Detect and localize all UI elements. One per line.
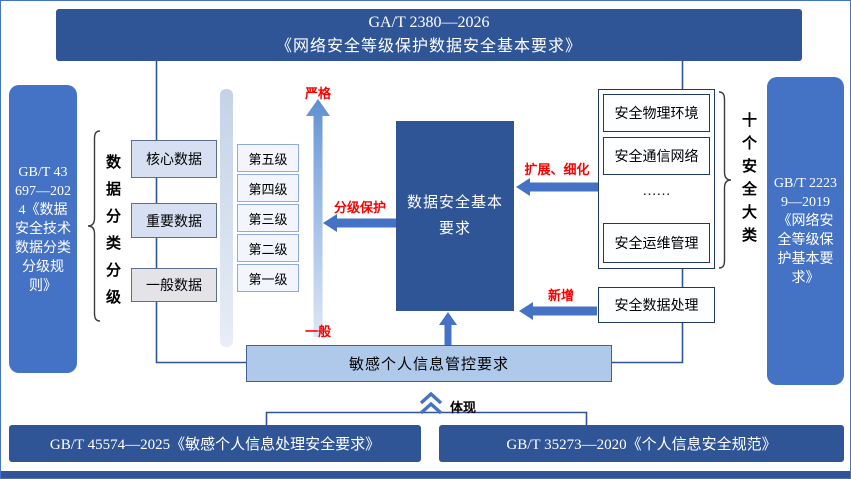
bottom-banner-left: GB/T 45574—2025《敏感个人信息处理安全要求》 — [9, 425, 421, 462]
level-box-4: 第四级 — [237, 174, 299, 202]
level-box-1: 第一级 — [237, 264, 299, 292]
graded-protection-label: 分级保护 — [333, 200, 386, 215]
added-label: 新增 — [547, 288, 574, 303]
strict-label: 严格 — [304, 86, 331, 101]
right-standard-panel: GB/T 22239—2019《网络安全等级保护基本要求》 — [767, 77, 844, 385]
extend-refine-label: 扩展、细化 — [524, 162, 590, 177]
level-4-label: 第四级 — [248, 181, 288, 197]
reflect-label: 体现 — [450, 400, 477, 415]
security-box-operations: 安全运维管理 — [603, 223, 710, 263]
left-standard-text: GB/T 43697—2024《数据安全技术 数据分类分级规则》 — [15, 164, 71, 294]
sensitive-info-label: 敏感个人信息管控要求 — [348, 357, 509, 373]
category-box-core: 核心数据 — [131, 140, 217, 178]
left-brace-icon — [87, 130, 101, 322]
security-group-label: 十个安全大类 — [740, 112, 756, 250]
extend-refine-arrow-icon — [516, 178, 598, 196]
center-requirements-box: 数据安全基本要求 — [396, 121, 514, 311]
bottom-banner-right: GB/T 35273—2020《个人信息安全规范》 — [439, 425, 844, 462]
security-ellipsis: …… — [642, 184, 671, 199]
level-box-5: 第五级 — [237, 144, 299, 172]
level-box-3: 第三级 — [237, 204, 299, 232]
security-box-physical: 安全物理环境 — [603, 94, 710, 132]
bottom-banner-left-text: GB/T 45574—2025《敏感个人信息处理安全要求》 — [49, 437, 381, 453]
category-box-general: 一般数据 — [131, 268, 217, 302]
security-physical-label: 安全物理环境 — [614, 107, 699, 122]
right-standard-text: GB/T 22239—2019《网络安全等级保护基本要求》 — [773, 176, 838, 286]
level-box-2: 第二级 — [237, 234, 299, 262]
bottom-bracket-line — [265, 411, 588, 425]
category-box-important: 重要数据 — [131, 203, 217, 238]
level-5-label: 第五级 — [248, 151, 288, 167]
security-operations-label: 安全运维管理 — [614, 237, 699, 252]
graded-protection-arrow-icon — [323, 214, 397, 232]
top-standard-title: 《网络安全等级保护数据安全基本要求》 — [275, 38, 582, 55]
category-general-label: 一般数据 — [146, 279, 202, 294]
reflect-chevron-icon — [419, 392, 443, 415]
level-1-label: 第一级 — [248, 271, 288, 287]
strictness-arrow-icon — [306, 99, 330, 337]
top-standard-banner: GA/T 2380—2026 《网络安全等级保护数据安全基本要求》 — [56, 9, 802, 61]
security-network-label: 安全通信网络 — [614, 150, 699, 165]
bottom-strip — [1, 471, 850, 478]
classification-axis-label: 数据分类分级 — [104, 154, 120, 316]
level-2-label: 第二级 — [248, 241, 288, 257]
category-core-label: 核心数据 — [146, 153, 202, 168]
level-3-label: 第三级 — [248, 211, 288, 227]
center-requirements-label: 数据安全基本要求 — [407, 195, 504, 237]
top-standard-code: GA/T 2380—2026 — [368, 14, 490, 31]
security-box-network: 安全通信网络 — [603, 137, 710, 175]
right-brace-icon — [718, 91, 732, 269]
classification-axis-bar — [220, 89, 233, 347]
left-standard-panel: GB/T 43697—2024《数据安全技术 数据分类分级规则》 — [9, 85, 77, 373]
sensitive-up-arrow-icon — [439, 312, 457, 345]
general-label: 一般 — [304, 324, 331, 339]
added-arrow-icon — [519, 302, 597, 320]
sensitive-info-box: 敏感个人信息管控要求 — [246, 345, 612, 382]
security-data-processing-box: 安全数据处理 — [598, 287, 715, 323]
category-important-label: 重要数据 — [146, 214, 202, 230]
bottom-banner-right-text: GB/T 35273—2020《个人信息安全规范》 — [506, 437, 777, 453]
security-data-processing-label: 安全数据处理 — [614, 299, 699, 314]
